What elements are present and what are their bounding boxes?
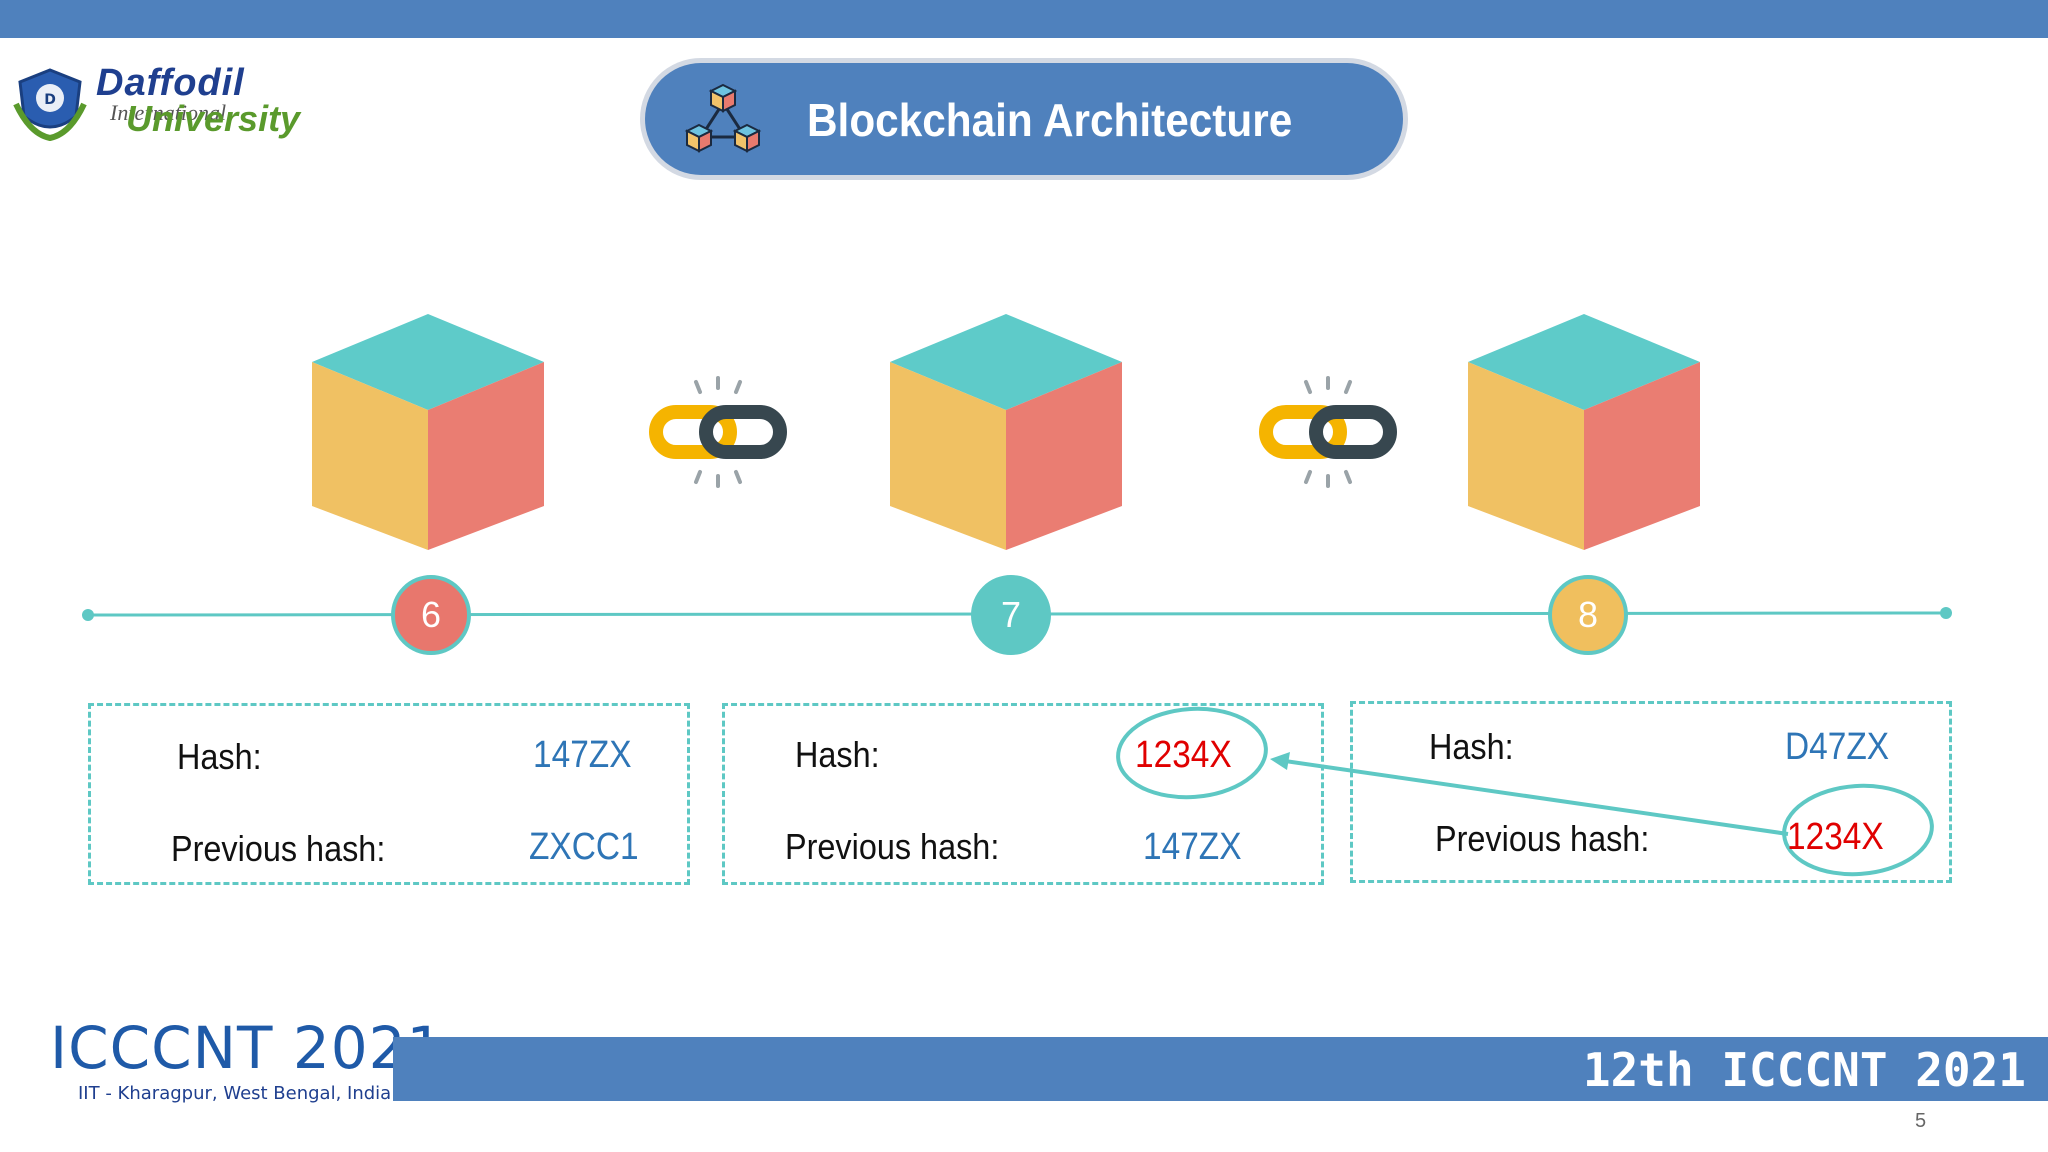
- cube-icon: [1468, 314, 1700, 550]
- logo-university: University: [126, 98, 301, 139]
- logo-subtitle: International: [110, 100, 227, 125]
- block-number: 8: [1577, 594, 1599, 635]
- timeline-end-dot: [1940, 607, 1952, 619]
- hash-label: Hash:: [1429, 726, 1514, 767]
- cube-icon: [312, 314, 544, 550]
- svg-text:D: D: [44, 92, 56, 108]
- hash-label: Hash:: [795, 734, 880, 775]
- title-banner: Blockchain Architecture: [645, 63, 1403, 175]
- previous-hash-label: Previous hash:: [785, 826, 1000, 867]
- previous-hash-value: 1234X: [1787, 816, 1884, 858]
- cube-icon: [890, 314, 1122, 550]
- previous-hash-value: ZXCC1: [529, 826, 639, 868]
- footer-banner: 12th ICCCNT 2021: [393, 1037, 2048, 1101]
- timeline-start-dot: [82, 609, 94, 621]
- footer-banner-text: 12th ICCCNT 2021: [1582, 1043, 2026, 1097]
- conference-name: ICCCNT 2021: [50, 1014, 445, 1082]
- hash-value: 147ZX: [533, 734, 632, 776]
- reference-arrow-line: [1277, 758, 1789, 836]
- block-number-badge: 8: [1548, 575, 1628, 655]
- slide-title: Blockchain Architecture: [807, 94, 1293, 146]
- block-number: 7: [1000, 594, 1022, 635]
- blockchain-network-icon: [684, 83, 762, 153]
- block-number-badge: 7: [971, 575, 1051, 655]
- chain-link-icon: [1259, 376, 1397, 488]
- conference-location: IIT - Kharagpur, West Bengal, India: [78, 1083, 392, 1104]
- hash-label: Hash:: [177, 736, 262, 777]
- highlight-circle: [1116, 706, 1268, 800]
- chain-link-icon: [649, 376, 787, 488]
- block-number: 6: [420, 594, 442, 635]
- block-info-box: Hash: D47ZX Previous hash: 1234X: [1350, 701, 1952, 883]
- block-info-box: Hash: 1234X Previous hash: 147ZX: [722, 703, 1324, 885]
- page-number: 5: [1915, 1110, 1927, 1132]
- previous-hash-label: Previous hash:: [1435, 818, 1650, 859]
- university-logo: D Daffodil International University: [10, 60, 330, 150]
- block-number-badge: 6: [391, 575, 471, 655]
- logo-name: Daffodil: [96, 62, 245, 104]
- reference-arrow-head: [1270, 752, 1290, 770]
- hash-value: 1234X: [1135, 734, 1232, 776]
- university-crest-icon: D: [13, 68, 87, 142]
- block-info-box: Hash: 147ZX Previous hash: ZXCC1: [88, 703, 690, 885]
- hash-value: D47ZX: [1785, 726, 1890, 768]
- previous-hash-label: Previous hash:: [171, 828, 386, 869]
- previous-hash-value: 147ZX: [1143, 826, 1242, 868]
- top-bar: [0, 0, 2048, 38]
